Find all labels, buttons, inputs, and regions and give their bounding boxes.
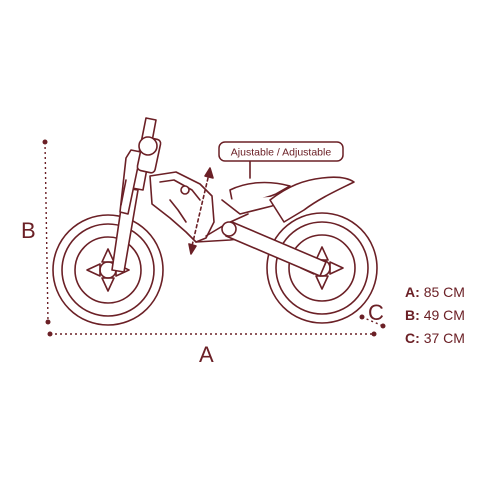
dimension-c-label: C (368, 300, 384, 325)
legend-value-a: 85 CM (423, 284, 465, 300)
adjustable-tag: Ajustable / Adjustable (218, 141, 344, 162)
front-wheel (52, 214, 164, 326)
dimensions-legend: A: 85 CM B: 49 CM C: 37 CM (405, 282, 500, 351)
legend-row-a: A: 85 CM (405, 282, 500, 305)
handlebar (136, 136, 162, 174)
seat-height-arrow (191, 177, 209, 247)
legend-separator: : (415, 284, 420, 300)
arrow-up-icon (204, 167, 214, 179)
rear-wheel (266, 212, 378, 324)
legend-separator: : (415, 307, 420, 323)
dimension-b-label: B (21, 218, 36, 243)
legend-separator: : (415, 330, 420, 346)
dimension-a-label: A (199, 342, 214, 367)
rear-fender (269, 176, 355, 223)
dimension-b (44, 141, 49, 323)
rear-swingarm (221, 221, 327, 277)
front-plate (119, 149, 142, 215)
dim-c-start-marker (359, 314, 365, 320)
legend-row-c: C: 37 CM (405, 328, 500, 351)
legend-value-b: 49 CM (423, 307, 465, 323)
dim-b-top-marker (42, 139, 48, 145)
dim-a-right-marker (371, 331, 377, 337)
dim-a-left-marker (47, 331, 53, 337)
bike-frame (149, 171, 263, 243)
legend-key-a: A (405, 284, 416, 300)
dim-c-end-marker (380, 323, 386, 329)
adjustable-tag-text: Ajustable / Adjustable (231, 147, 332, 159)
dim-b-bottom-marker (45, 319, 51, 325)
legend-value-c: 37 CM (423, 330, 465, 346)
legend-row-b: B: 49 CM (405, 305, 500, 328)
legend-key-b: B (405, 307, 416, 323)
dimension-c (361, 316, 384, 327)
legend-key-c: C (405, 330, 416, 346)
arrow-down-icon (188, 243, 197, 255)
